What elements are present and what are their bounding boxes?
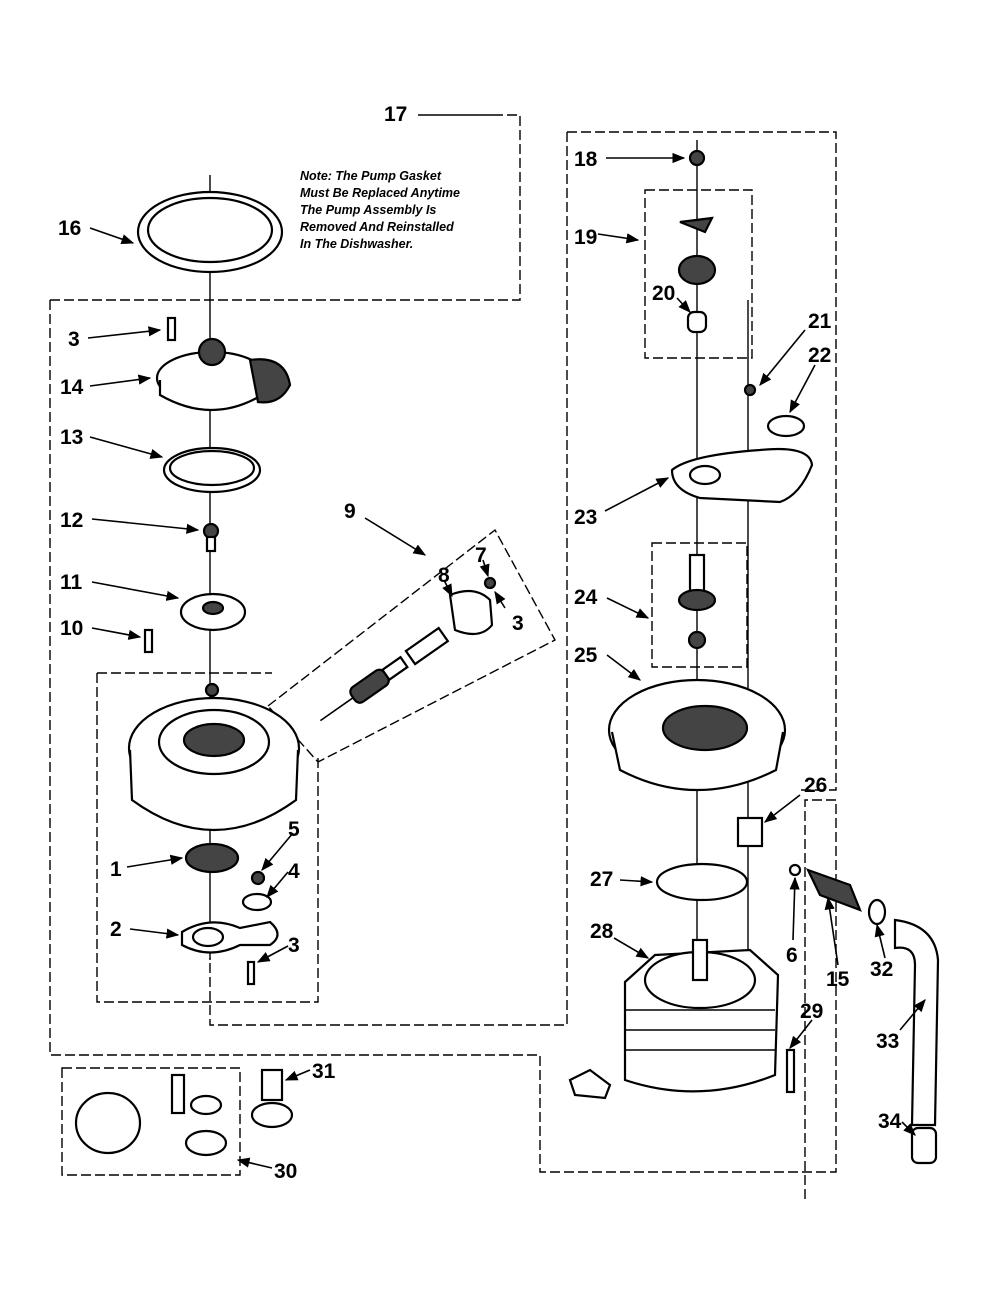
callout-28: 28 [590,920,614,943]
part-9-valve-kit [319,626,450,722]
callout-6: 6 [786,944,798,967]
callout-19: 19 [574,226,597,249]
part-12-screw [202,522,220,553]
part-27-disc [655,862,749,902]
callout-12: 12 [60,509,83,532]
part-30-service-kit [74,1073,228,1157]
callout-1: 1 [110,858,122,881]
part-8-valve-body [448,589,494,636]
callout-26: 26 [804,774,827,797]
part-25-motor-mount [607,678,787,791]
callout-15: 15 [826,968,850,991]
part-29-screw [785,1048,796,1094]
callout-3-lower: 3 [288,934,300,957]
callout-18: 18 [574,148,598,171]
part-19-chopper [677,216,717,286]
callout-32: 32 [870,958,893,981]
callout-25: 25 [574,644,598,667]
part-7-screw [483,576,497,590]
callout-7: 7 [475,544,487,567]
part-6-gasket [788,863,802,877]
note-line-3: The Pump Assembly Is [300,203,436,217]
callout-14: 14 [60,376,84,399]
callout-29: 29 [800,1000,823,1023]
callout-3-kit: 3 [512,612,524,635]
callout-13: 13 [60,426,83,449]
callout-3-upper: 3 [68,328,80,351]
callout-11: 11 [60,571,83,594]
part-24-shaft-gear [677,553,717,650]
part-5-ball [250,870,266,886]
part-3-screw-upper [166,316,177,342]
callout-10: 10 [60,617,83,640]
part-21-screw [743,383,757,397]
callout-17: 17 [384,103,407,126]
leader-lines [87,114,926,1169]
callout-22: 22 [808,344,831,367]
callout-labels: 16 17 18 19 20 21 22 23 24 25 26 27 28 2… [58,103,902,1183]
part-10-pin [143,628,154,654]
callout-20: 20 [652,282,675,305]
part-28-motor [568,938,780,1100]
part-32-clamp [867,898,887,926]
part-15-fitting [805,868,862,912]
callout-16: 16 [58,217,81,240]
callout-4: 4 [288,860,300,883]
part-31-adapter [250,1068,294,1129]
part-33-hose [893,918,940,1127]
part-2-bracket [180,920,279,954]
callout-30: 30 [274,1160,297,1183]
callout-31: 31 [312,1060,336,1083]
assembly-boundaries [49,114,837,1200]
pump-housing [127,682,301,832]
note-line-1: Note: The Pump Gasket [300,169,442,183]
callout-21: 21 [808,310,832,333]
callout-27: 27 [590,868,613,891]
note-line-2: Must Be Replaced Anytime [300,186,460,200]
part-11-impeller [179,592,247,632]
callout-34: 34 [878,1110,902,1133]
part-23-bracket-plate [670,447,814,504]
callout-33: 33 [876,1030,899,1053]
part-3-screw-lower [246,960,256,986]
callout-9: 9 [344,500,356,523]
part-26-bracket [736,816,764,848]
pump-gasket-note: Note: The Pump Gasket Must Be Replaced A… [300,169,460,251]
callout-5: 5 [288,818,300,841]
part-34-hose-end [910,1126,938,1165]
part-18-nut [688,149,706,167]
callout-8: 8 [438,564,450,587]
part-14-pump-cover [155,337,292,411]
callout-2: 2 [110,918,122,941]
part-4-oring [241,892,273,912]
part-22-grommet [766,414,806,438]
part-20-bushing [686,310,708,334]
callout-24: 24 [574,586,598,609]
part-13-seal-ring [162,446,262,494]
note-line-5: In The Dishwasher. [300,237,413,251]
callout-23: 23 [574,506,597,529]
part-16-pump-gasket [136,190,284,274]
note-line-4: Removed And Reinstalled [300,220,454,234]
part-1-filter-screen [184,842,240,874]
